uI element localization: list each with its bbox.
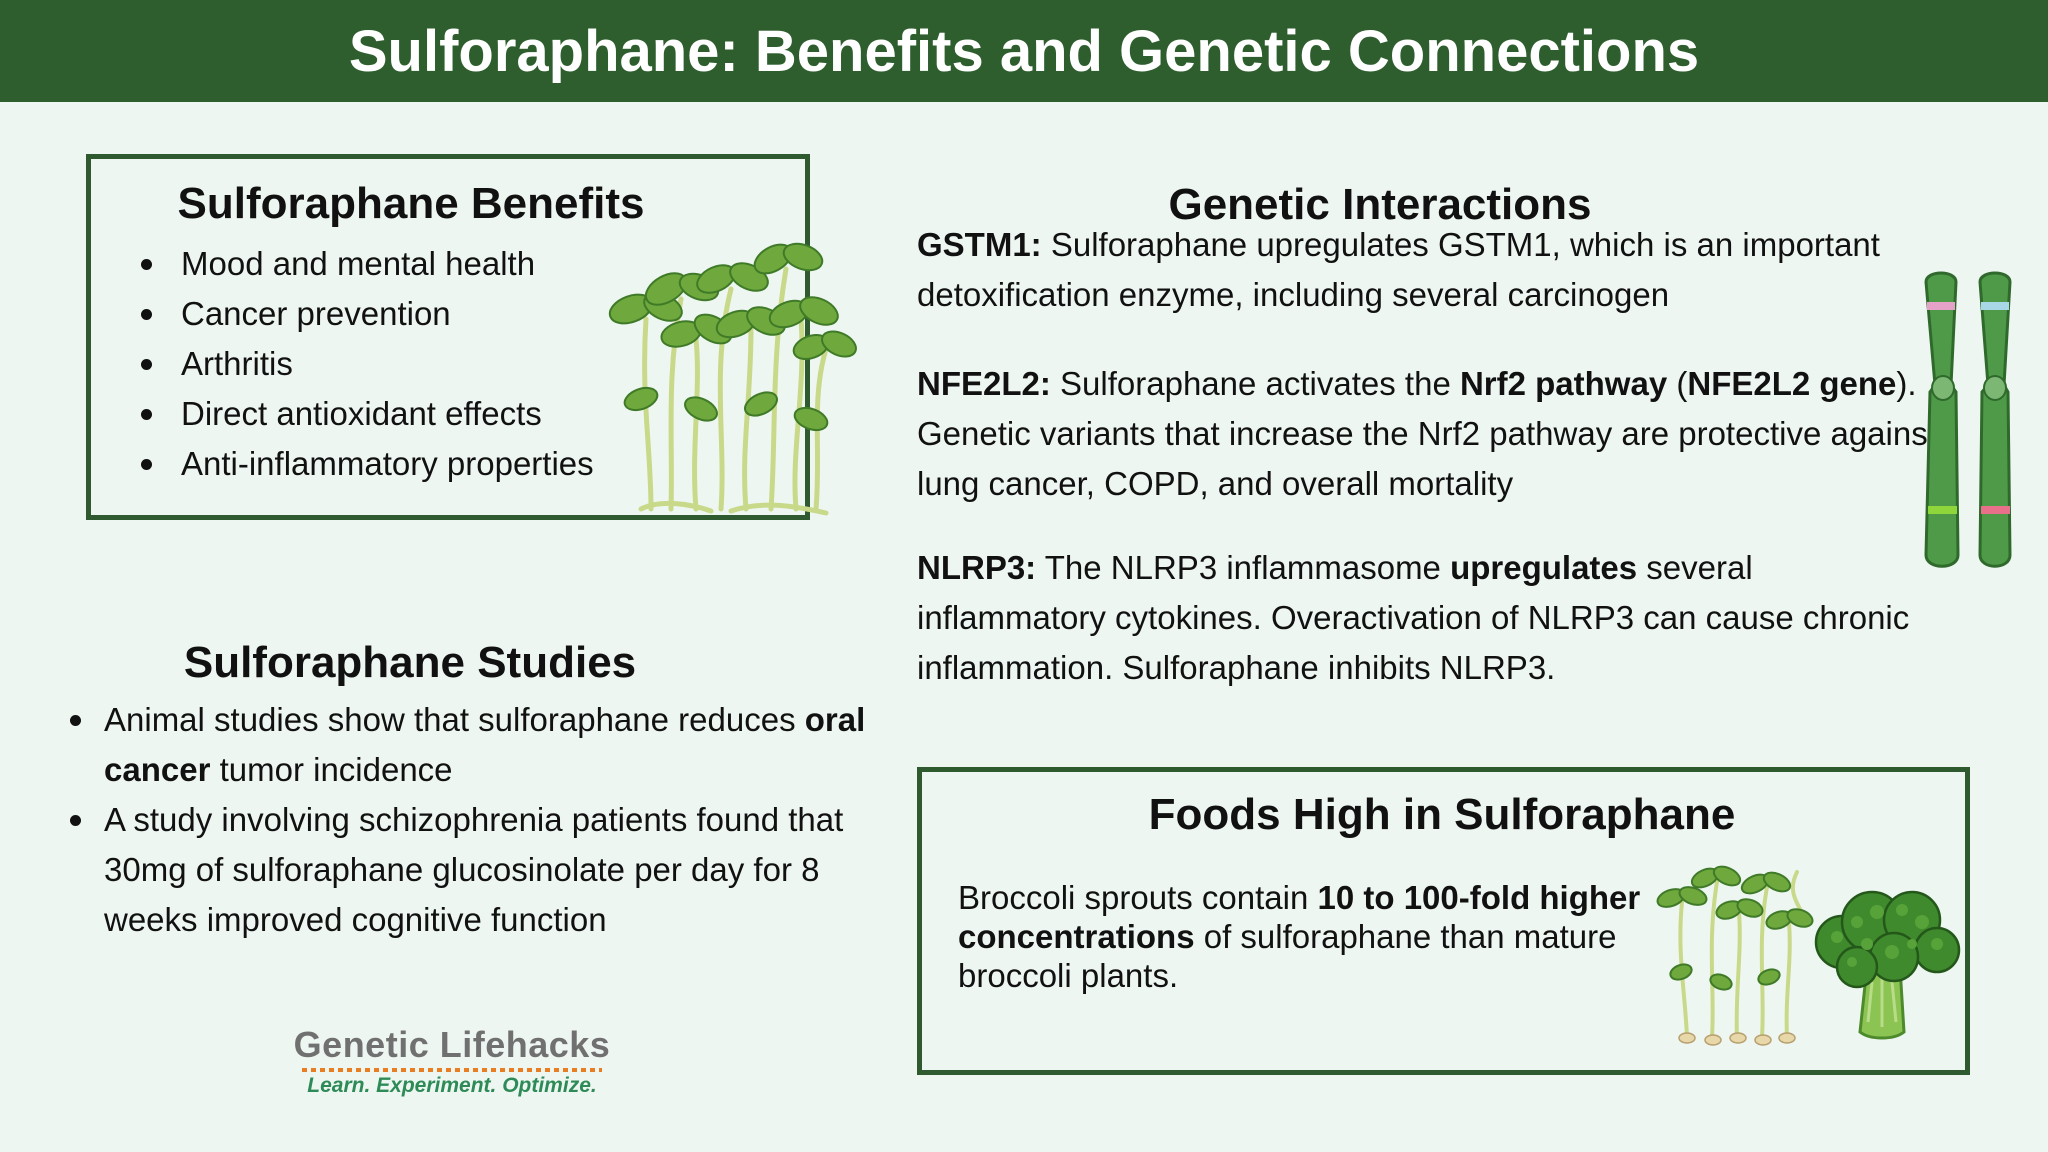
nfe2l2-paragraph: NFE2L2: Sulforaphane activates the Nrf2 … [917,359,1947,509]
list-item: Mood and mental health [141,239,594,289]
study-highlight: oral cancer [104,701,866,788]
microgreens-sprouts-icon [608,242,857,516]
studies-list: Animal studies show that sulforaphane re… [66,695,866,945]
genetic-lifehacks-logo: Genetic Lifehacks Learn. Experiment. Opt… [272,1024,632,1098]
nfe2l2-text: ). Genetic variants that increase the Nr… [917,365,1937,502]
nrf2-pathway-highlight: Nrf2 pathway [1459,365,1668,402]
genetics-title: Genetic Interactions [1168,180,1592,229]
logo-name: Genetic Lifehacks [293,1024,611,1065]
gene-label-nlrp3: NLRP3: [917,549,1037,586]
foods-text-part: of sulforaphane than mature broccoli pla… [958,918,1617,994]
benefits-box: Sulforaphane Benefits Mood and mental he… [86,154,857,520]
broccoli-sprouts-icon [1656,865,1814,1046]
page-header: Sulforaphane: Benefits and Genetic Conne… [0,0,2048,102]
logo-tagline: Learn. Experiment. Optimize. [307,1074,597,1097]
list-item: Cancer prevention [141,289,594,339]
nlrp3-paragraph: NLRP3: The NLRP3 inflammasome upregulate… [917,543,1947,693]
broccoli-icon [1814,890,1961,1040]
list-item: Arthritis [141,339,594,389]
foods-box: Foods High in Sulforaphane Broccoli spro… [917,767,1970,1075]
nfe2l2-gene-highlight: NFE2L2 gene [1687,365,1897,402]
study-text: tumor incidence [210,751,453,788]
list-item: Animal studies show that sulforaphane re… [66,695,866,795]
gstm1-text: Sulforaphane upregulates GSTM1, which is… [917,226,1880,313]
gstm1-paragraph: GSTM1: Sulforaphane upregulates GSTM1, w… [917,220,1947,320]
study-text: Animal studies show that sulforaphane re… [104,701,805,738]
gene-label-gstm1: GSTM1: [917,226,1042,263]
nfe2l2-text: ( [1667,365,1688,402]
benefits-list: Mood and mental health Cancer prevention… [141,239,594,489]
list-item: Direct antioxidant effects [141,389,594,439]
nfe2l2-text: Sulforaphane activates the [1050,365,1460,402]
page-title: Sulforaphane: Benefits and Genetic Conne… [348,18,1700,84]
upregulates-highlight: upregulates [1450,549,1638,586]
list-item: A study involving schizophrenia patients… [66,795,866,945]
nlrp3-text: several inflammatory cytokines. Overacti… [917,549,1910,686]
foods-text: Broccoli sprouts contain 10 to 100-fold … [958,878,1678,995]
chromosome-icon [1924,271,2012,568]
benefits-title: Sulforaphane Benefits [177,179,645,228]
nlrp3-text: The NLRP3 inflammasome [1036,549,1451,586]
foods-title: Foods High in Sulforaphane [1148,790,1736,839]
gene-label-nfe2l2: NFE2L2: [917,365,1051,402]
logo-dots [302,1068,602,1072]
foods-highlight: 10 to 100-fold higher concentrations [958,879,1641,955]
studies-title: Sulforaphane Studies [183,638,637,687]
foods-text-part: Broccoli sprouts contain [958,879,1318,916]
list-item: Anti-inflammatory properties [141,439,594,489]
